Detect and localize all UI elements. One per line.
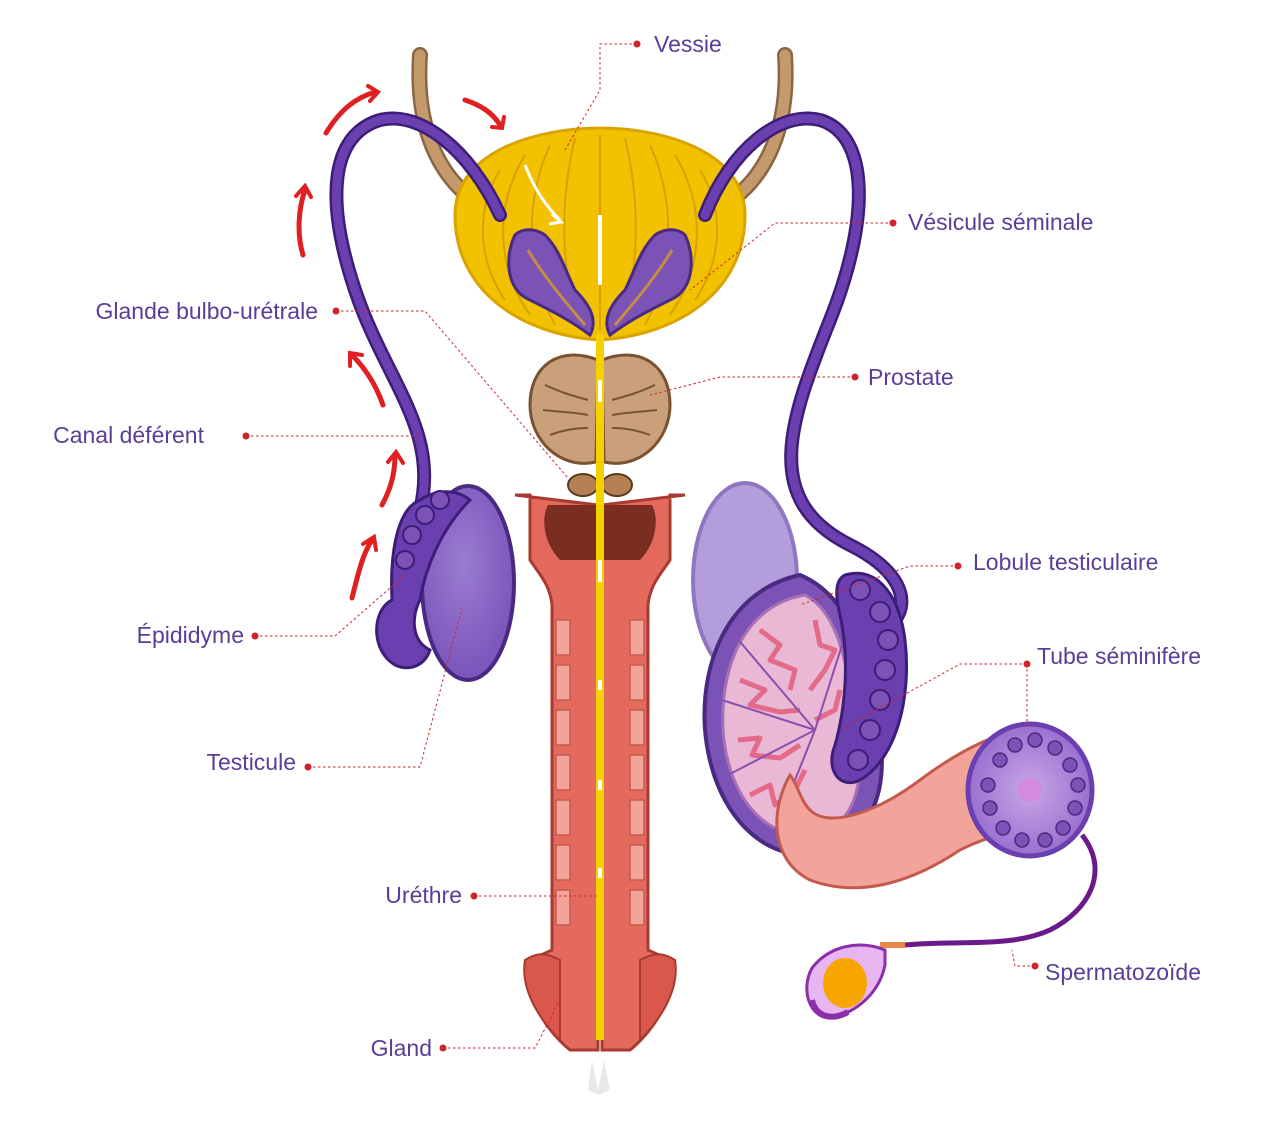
label-dots [242, 40, 1039, 1052]
vas-deferens-right [698, 111, 909, 627]
label-lobule-testiculaire: Lobule testiculaire [973, 549, 1158, 575]
label-spermatozoide: Spermatozoïde [1045, 959, 1201, 985]
urethra [588, 335, 610, 1095]
vas-deferens-left [329, 111, 507, 517]
label-gland: Gland [371, 1035, 432, 1061]
seminal-vesicle-right [605, 228, 693, 338]
seminiferous-tubule [775, 721, 1095, 890]
penis [514, 493, 686, 1052]
label-testicule: Testicule [207, 749, 296, 775]
label-glande-bulbo-uretrale: Glande bulbo-urétrale [96, 298, 318, 324]
label-vessie: Vessie [654, 31, 722, 57]
label-canal-deferent: Canal déférent [53, 422, 204, 448]
sperm-cell [805, 833, 1098, 1020]
leader-lines [246, 43, 1035, 1049]
flow-arrows [294, 84, 506, 601]
label-tube-seminifere: Tube séminifère [1037, 643, 1201, 669]
seminal-vesicle-left [507, 228, 595, 338]
bladder [453, 126, 747, 342]
label-vesicule-seminale: Vésicule séminale [908, 209, 1093, 235]
label-prostate: Prostate [868, 364, 954, 390]
epididymis-left [375, 490, 473, 670]
label-epididyme: Épididyme [137, 622, 244, 648]
prostate [528, 353, 672, 465]
testis-cross-section [702, 572, 884, 858]
label-urethre: Uréthre [385, 882, 462, 908]
